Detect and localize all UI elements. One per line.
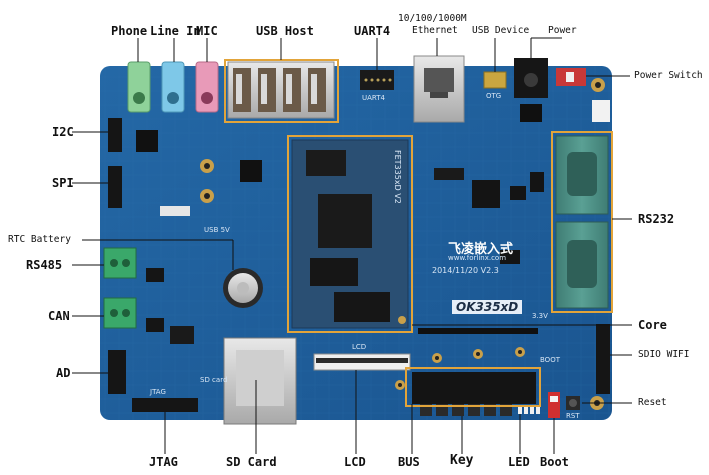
label-uart4: UART4 <box>354 24 391 38</box>
silk-otg: OTG <box>486 92 502 100</box>
sdio-header <box>596 324 610 394</box>
silk-boot: BOOT <box>540 356 560 364</box>
uart4-header <box>360 70 394 90</box>
misc-chips <box>434 104 544 264</box>
callout-boxes <box>224 59 613 407</box>
reset-button-part <box>566 396 580 410</box>
label-rs485: RS485 <box>26 258 63 272</box>
label-can: CAN <box>48 309 70 323</box>
label-reset: Reset <box>638 397 667 408</box>
label-rtc-battery: RTC Battery <box>8 234 71 245</box>
silk-33v: 3.3V <box>532 312 548 320</box>
label-sdio-wifi: SDIO WIFI <box>638 349 690 360</box>
silk-uart4: UART4 <box>362 94 385 102</box>
silk-lcd: LCD <box>352 343 367 351</box>
label-usb-host: USB Host <box>256 24 314 38</box>
terminal-blocks <box>103 247 194 344</box>
silk-rst: RST <box>566 412 580 420</box>
label-line-in: Line In <box>150 24 201 38</box>
label-mic: MIC <box>196 24 218 38</box>
lcd-connector <box>313 353 411 371</box>
power-area <box>483 58 610 122</box>
date-version: 2014/11/20 V2.3 <box>432 266 499 275</box>
label-ethernet-speed: 10/100/1000M <box>398 13 467 24</box>
model-label: OK335xD <box>452 300 523 314</box>
audio-jacks <box>127 61 219 113</box>
label-power-switch: Power Switch <box>634 70 703 81</box>
boot-switch <box>548 392 560 418</box>
label-phone: Phone <box>111 24 148 38</box>
i2c-spi-headers <box>108 118 262 216</box>
label-bus: BUS <box>398 455 420 469</box>
label-i2c: I2C <box>52 125 74 139</box>
label-lcd: LCD <box>344 455 366 469</box>
label-usb-device: USB Device <box>472 25 530 36</box>
label-core: Core <box>638 318 667 332</box>
leader-lines <box>72 37 632 454</box>
leds <box>518 406 540 414</box>
silk-sdcard: SD card <box>200 376 228 384</box>
label-led: LED <box>508 455 530 469</box>
rtc-battery <box>223 268 263 308</box>
label-spi: SPI <box>52 176 74 190</box>
jtag-header <box>132 398 198 412</box>
bus-header <box>412 328 538 404</box>
label-rs232: RS232 <box>638 212 675 226</box>
label-key: Key <box>450 453 474 468</box>
label-jtag: JTAG <box>149 455 178 469</box>
sd-card-slot <box>223 337 297 425</box>
usb-host-ports <box>227 61 335 119</box>
rs232-connectors <box>555 135 609 309</box>
silk-usb5v: USB 5V <box>204 226 230 234</box>
label-sd-card: SD Card <box>226 455 277 469</box>
ad-header <box>108 350 126 394</box>
label-ethernet: Ethernet <box>412 25 458 36</box>
brand-text: 飞凌嵌入式 <box>448 242 514 257</box>
ethernet-jack <box>413 55 465 123</box>
label-boot: Boot <box>540 455 569 469</box>
core-silk: FET335xD V2 <box>393 150 402 204</box>
core-module <box>291 139 409 329</box>
label-ad: AD <box>56 366 71 380</box>
brand-url: www.forlinx.com <box>448 254 507 262</box>
silk-jtag: JTAG <box>150 388 166 396</box>
label-power: Power <box>548 25 577 36</box>
